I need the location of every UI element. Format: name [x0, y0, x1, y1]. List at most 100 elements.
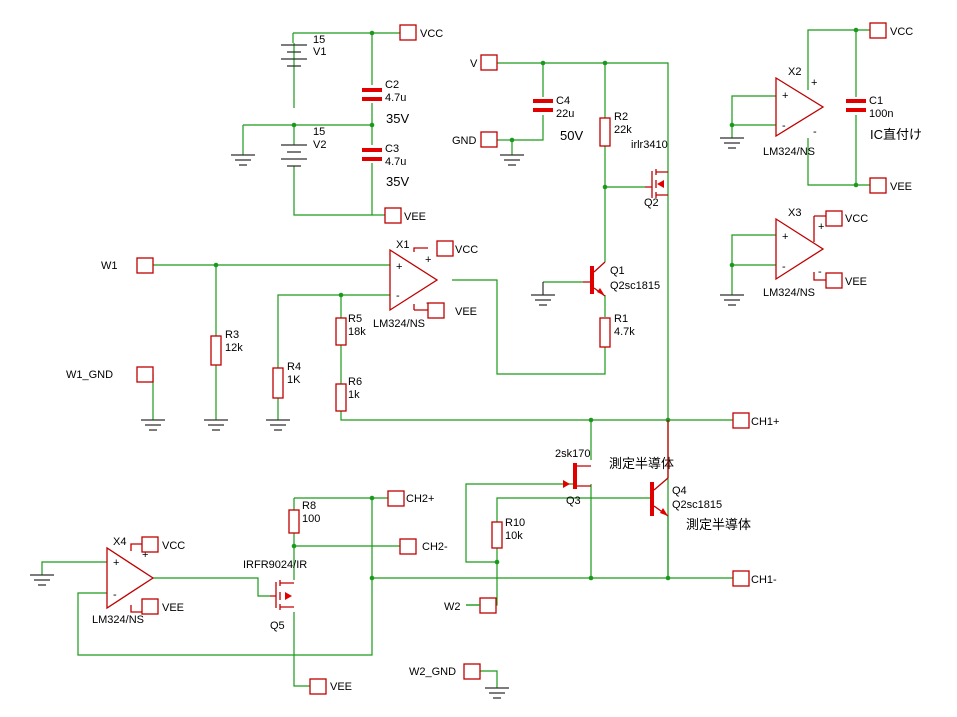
r3-resistor: R3 12k: [210, 329, 243, 366]
r4-value: 1K: [287, 374, 301, 386]
q5-model: IRFR9024/IR: [243, 559, 307, 571]
x3-label: X3: [788, 207, 801, 219]
pin-plus: +: [396, 261, 402, 273]
port-vcc-box: [869, 22, 887, 39]
port-w1-gnd-label: W1_GND: [66, 369, 113, 381]
port-v-box: [480, 54, 498, 71]
port-gnd-label: GND: [452, 135, 477, 147]
q1-model: Q2sc1815: [610, 280, 660, 292]
q3-model: 2sk170: [555, 448, 590, 460]
port-vcc-box: [141, 536, 159, 553]
port-vee-box: [825, 272, 843, 289]
port-ch2p-label: CH2+: [406, 493, 434, 505]
r6-value: 1k: [348, 389, 360, 401]
r1-label: R1: [614, 313, 628, 325]
w2-gnd-section: W2_GND: [409, 663, 509, 699]
pin-plus: +: [782, 90, 788, 102]
r1-resistor: R1 4.7k: [599, 313, 635, 348]
port-vcc-box: [825, 210, 843, 227]
v2-value: 15: [313, 126, 325, 138]
c3-capacitor: C3 4.7u 35V: [362, 143, 409, 189]
q5-label: Q5: [270, 620, 285, 632]
pin-plus: +: [142, 549, 148, 561]
c2-voltage: 35V: [386, 111, 409, 126]
pin-minus: -: [818, 266, 822, 278]
ground-symbol: [720, 294, 744, 306]
port-vcc-label: VCC: [455, 244, 478, 256]
x1-opamp: [389, 248, 439, 312]
port-vcc-label: VCC: [890, 26, 913, 38]
r10-label: R10: [505, 517, 525, 529]
r6-label: R6: [348, 376, 362, 388]
pin-plus: +: [782, 231, 788, 243]
r8-value: 100: [302, 513, 320, 525]
power-supply-section: 15 V1 15 V2 C2 4.7u 35V C3 4.7u 35V V: [231, 24, 443, 224]
port-w1-box: [136, 257, 154, 274]
ground-symbol: [720, 137, 744, 149]
v2-battery: 15 V2: [281, 126, 326, 167]
port-w1-gnd-box: [136, 366, 154, 383]
port-ch2m-box: [399, 538, 417, 555]
port-ch1m-label: CH1-: [751, 574, 777, 586]
q3-jfet: 2sk170 Q3 測定半導体: [555, 448, 674, 507]
pin-minus: -: [396, 290, 400, 302]
ground-symbol: [485, 687, 509, 699]
port-ch1p-label: CH1+: [751, 416, 779, 428]
c2-capacitor: C2 4.7u 35V: [362, 79, 409, 126]
q3-note: 測定半導体: [609, 456, 674, 471]
r5-value: 18k: [348, 326, 366, 338]
port-vcc-label: VCC: [845, 213, 868, 225]
c1-value: 100n: [869, 108, 893, 120]
r8-label: R8: [302, 500, 316, 512]
ground-symbol: [531, 282, 555, 306]
port-vcc-box: [436, 240, 454, 257]
pin-plus: +: [818, 221, 824, 233]
c4-voltage: 50V: [560, 128, 583, 143]
ground-symbol: [500, 154, 524, 166]
x1-opamp-section: + - + - X1 LM324/NS R3 12k R4 1K R5 18k …: [66, 239, 779, 431]
x2-model: LM324/NS: [763, 146, 815, 158]
pin-minus: -: [813, 126, 817, 138]
x3-opamp: [775, 217, 825, 281]
port-vcc-label: VCC: [162, 540, 185, 552]
port-v-label: V: [470, 58, 478, 70]
x2-opamp: [775, 76, 825, 138]
dut-section: 2sk170 Q3 測定半導体 Q4 Q2sc1815 測定半導体 R10 10…: [372, 420, 777, 614]
c1-note: IC直付け: [870, 127, 922, 142]
pin-plus: +: [113, 557, 119, 569]
x3-model: LM324/NS: [763, 287, 815, 299]
r4-label: R4: [287, 361, 301, 373]
v1-value: 15: [313, 34, 325, 46]
port-w1-label: W1: [101, 260, 118, 272]
pin-minus: -: [113, 589, 117, 601]
r8-resistor: R8 100: [288, 500, 320, 534]
r1-value: 4.7k: [614, 326, 635, 338]
pin-plus: +: [425, 254, 431, 266]
q5-mosfet: IRFR9024/IR Q5: [243, 559, 307, 632]
x2-label: X2: [788, 66, 801, 78]
port-ch2m-label: CH2-: [422, 541, 448, 553]
x4-opamp: [106, 546, 155, 610]
x4-label: X4: [113, 536, 126, 548]
port-gnd-box: [480, 131, 498, 148]
port-vee-box: [427, 302, 445, 319]
c3-value: 4.7u: [385, 156, 406, 168]
c2-label: C2: [385, 79, 399, 91]
x4-opamp-section: + - + - X4 LM324/NS IRFR9024/IR Q5 R8 10…: [30, 490, 448, 695]
pin-minus: -: [782, 120, 786, 132]
x2-opamp-section: + - + - X2 LM324/NS C1 100n IC直付け VCC VE…: [720, 22, 922, 194]
q2-model: irlr3410: [631, 139, 668, 151]
v2-label: V2: [313, 139, 326, 151]
c3-label: C3: [385, 143, 399, 155]
port-ch2p-box: [387, 490, 405, 507]
r2-value: 22k: [614, 124, 632, 136]
r5-label: R5: [348, 313, 362, 325]
r10-value: 10k: [505, 530, 523, 542]
c2-value: 4.7u: [385, 92, 406, 104]
q1-label: Q1: [610, 265, 625, 277]
port-ch1p-box: [732, 412, 750, 429]
port-vee-label: VEE: [845, 276, 867, 288]
ground-symbol: [266, 419, 290, 431]
c1-capacitor: C1 100n IC直付け: [846, 95, 922, 142]
